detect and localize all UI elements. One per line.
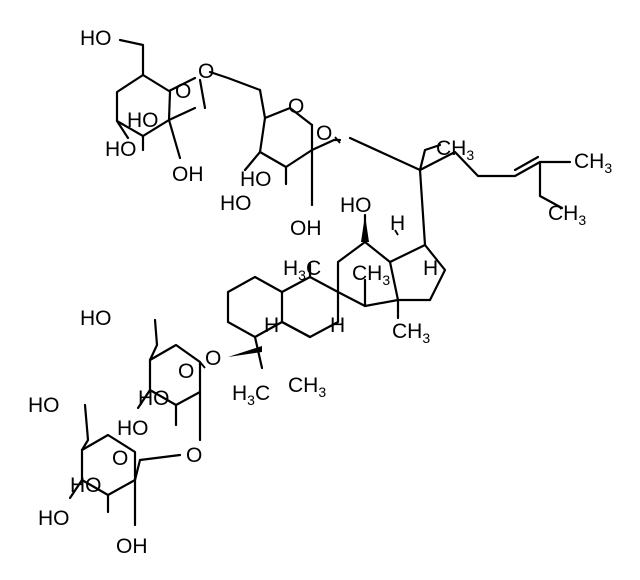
- glc3-hydroxymethyl-label: HO: [80, 307, 112, 330]
- glc2-linkage-oxygen-label: O: [316, 122, 332, 145]
- stereo-bonds: [199, 136, 426, 369]
- c17-hydrogen-label: H: [423, 257, 438, 280]
- glc4-c4-hydroxyl-label: HO: [70, 474, 102, 497]
- atom-labels: HO O O HO HO OH O O HO HO OH CH3 CH3 CH3…: [28, 27, 612, 558]
- glc4-linkage-oxygen-label: O: [186, 444, 202, 467]
- glc4-c2-hydroxyl-label: OH: [116, 535, 148, 558]
- glc1-c2-hydroxyl-label: OH: [172, 163, 204, 186]
- glc2-c2-hydroxyl-label: OH: [290, 217, 322, 240]
- glc1-c3-hydroxyl-label: HO: [105, 138, 137, 161]
- glc3-ring-oxygen-label: O: [178, 360, 194, 383]
- glc1-linkage-oxygen-label: O: [198, 60, 214, 83]
- c3-linkage-oxygen-label: O: [205, 347, 221, 370]
- c4-methyl-b-label: CH3: [288, 374, 326, 400]
- glc3-c4-hydroxyl-label: HO: [138, 387, 170, 410]
- c12-hydroxyl-label: HO: [340, 194, 372, 217]
- glc1-hydroxymethyl-label: HO: [80, 27, 112, 50]
- glc4-hydroxymethyl-label: HO: [28, 394, 60, 417]
- c9-hydrogen-label: H: [330, 314, 345, 337]
- c10-methyl-label: H3C: [283, 257, 321, 283]
- glc2-ring-oxygen-label: O: [288, 95, 304, 118]
- c5-hydrogen-label: H: [264, 314, 279, 337]
- c8-methyl-label: CH3: [352, 262, 390, 288]
- glc1-c4-hydroxyl-label: HO: [127, 109, 159, 132]
- c20-methyl-label: CH3: [436, 137, 474, 163]
- glc3-c3-hydroxyl-label: HO: [117, 417, 149, 440]
- glc1-ring-oxygen-label: O: [175, 80, 191, 103]
- c14-methyl-label: CH3: [392, 320, 430, 346]
- side-chain-methyl-b-label: CH3: [548, 202, 586, 228]
- glc2-c4-hydroxyl-label: HO: [240, 168, 272, 191]
- c4-methyl-a-label: H3C: [232, 382, 270, 408]
- glc2-c3-hydroxyl-label: HO: [220, 192, 252, 215]
- c13-hydrogen-label: H: [390, 212, 405, 235]
- glc4-c3-hydroxyl-label: HO: [38, 507, 70, 530]
- side-chain-methyl-a-label: CH3: [574, 150, 612, 176]
- glc4-ring-oxygen-label: O: [112, 447, 128, 470]
